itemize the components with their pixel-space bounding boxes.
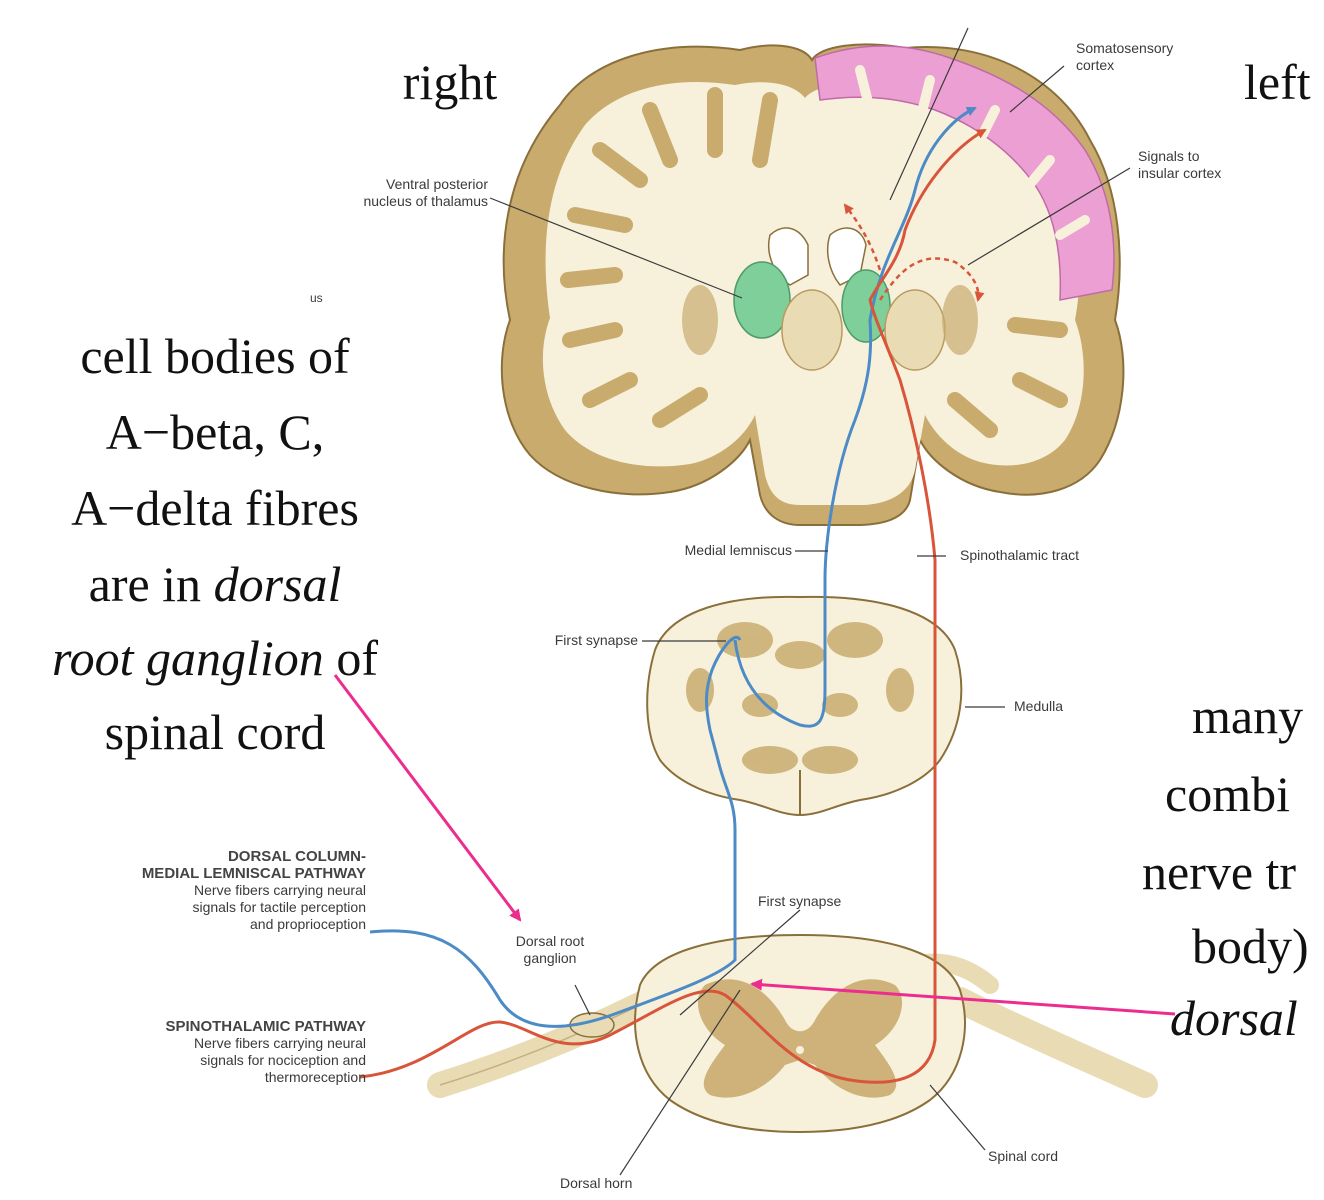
annotation-left: left [1244,54,1311,110]
cell-bodies-line1: cell bodies of [80,328,350,384]
right-cut-line4: body) [1192,918,1309,974]
legend-st-title: SPINOTHALAMIC PATHWAY [165,1018,366,1035]
legend-dcml-desc-1: Nerve fibers carrying neural [194,882,366,898]
label-spinothalamic-tract: Spinothalamic tract [960,547,1080,563]
legend-spinothalamic: SPINOTHALAMIC PATHWAY Nerve fibers carry… [40,1018,366,1086]
label-spinal-cord: Spinal cord [988,1148,1059,1164]
label-dorsal-horn: Dorsal horn [560,1175,633,1191]
thalamus-right [733,261,791,339]
right-cut-line1: many [1192,688,1304,744]
label-us-fragment: us [310,291,323,305]
right-cut-line5: dorsal [1170,990,1298,1046]
medulla-section [646,595,963,817]
legend-st-desc-1: Nerve fibers carrying neural [194,1035,366,1051]
cell-bodies-line2: A−beta, C, [105,404,325,460]
drg-annotation-arrow [333,674,522,922]
spinal-cord-section [427,933,1158,1134]
annotation-right: right [402,54,498,110]
legend-dcml-desc-2: signals for tactile perception [192,899,366,915]
legend-st-desc-3: thermoreception [264,1069,366,1085]
legend-dcml-title-1: DORSAL COLUMN- [227,848,366,865]
brain-section [500,43,1125,526]
dorsal-horn-annotation-arrow [750,978,1176,1016]
spinothalamic-pathway [359,128,987,1084]
dcml-pathway [369,108,975,1028]
label-first-synapse-cord: First synapse [758,893,842,909]
cell-bodies-line4: are in dorsal [88,556,342,612]
cell-bodies-line5: root ganglion of [52,630,378,686]
legend-st-desc-2: signals for nociception and [200,1052,366,1068]
leader-lines [489,27,1131,1176]
right-cut-line2: combi [1165,766,1290,822]
cell-bodies-line3: A−delta fibres [71,480,359,536]
right-cut-line3: nerve tr [1142,844,1297,900]
label-medial-lemniscus: Medial lemniscus [684,542,792,558]
somatosensory-cortex [814,45,1115,301]
cell-bodies-line6: spinal cord [104,704,326,760]
legend-dcml-title-2: MEDIAL LEMNISCAL PATHWAY [141,865,366,882]
label-first-synapse-medulla: First synapse [554,632,638,648]
label-medulla: Medulla [1014,698,1064,714]
legend-dcml: DORSAL COLUMN- MEDIAL LEMNISCAL PATHWAY … [40,848,366,933]
legend-dcml-desc-3: and proprioception [250,916,366,932]
